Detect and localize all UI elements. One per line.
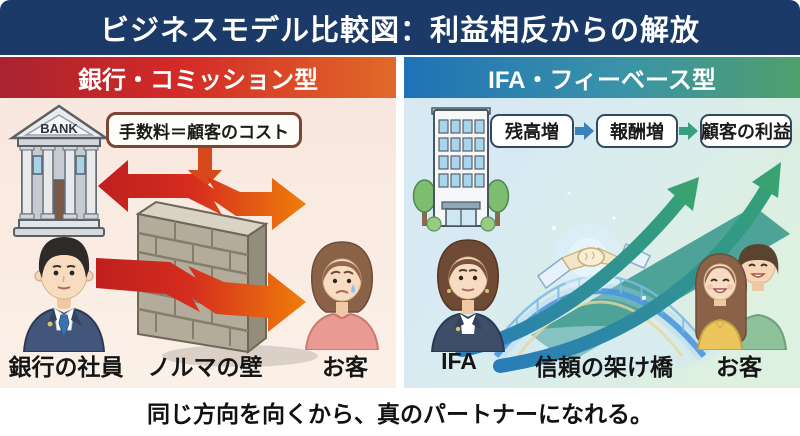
flow-box-client-profit: 顧客の利益 xyxy=(700,114,792,148)
tear-drop-icon xyxy=(351,284,356,293)
conflict-double-arrow-icon xyxy=(98,160,306,230)
flow-arrow-icon xyxy=(575,122,594,140)
bank-employee-illustration xyxy=(22,237,106,352)
sparkles xyxy=(532,191,656,320)
left-column-bank-model: 銀行・コミッション型 xyxy=(0,57,396,388)
comparison-columns: 銀行・コミッション型 xyxy=(0,57,800,388)
page-title: ビジネスモデル比較図：利益相反からの解放 xyxy=(99,14,700,47)
right-column-header: IFA・フィーベース型 xyxy=(404,57,800,98)
sales-pressure-arrow-icon xyxy=(96,258,306,332)
office-building-icon xyxy=(412,107,510,232)
customer-woman xyxy=(694,253,747,350)
fee-cost-callout: 手数料＝顧客のコスト xyxy=(106,112,302,148)
footer-bar: 同じ方向を向くから、真のパートナーになれる。 xyxy=(0,388,800,436)
left-panel: BANK xyxy=(0,98,396,388)
label-right-customer: お客 xyxy=(716,354,762,380)
ifa-advisor-illustration xyxy=(430,239,506,352)
happy-customers-illustration xyxy=(694,244,788,350)
right-panel: 残高増 報酬増 顧客の利益 IFA 信頼の架け橋 お客 xyxy=(404,98,800,388)
label-bank-employee: 銀行の社員 xyxy=(8,354,124,380)
flow-box-balance-up: 残高増 xyxy=(490,114,574,148)
flow-box-fee-up: 報酬増 xyxy=(596,114,678,148)
right-column-ifa-model: IFA・フィーベース型 xyxy=(404,57,800,388)
label-trust-bridge: 信頼の架け橋 xyxy=(535,354,673,380)
bank-building-icon: BANK xyxy=(8,104,110,237)
left-diagram-overlay xyxy=(96,148,318,367)
bank-columns xyxy=(19,145,99,220)
building-windows xyxy=(438,119,485,188)
label-left-customer: お客 xyxy=(322,354,368,380)
title-bar: ビジネスモデル比較図：利益相反からの解放 xyxy=(0,0,800,57)
bank-sign-text: BANK xyxy=(40,121,78,136)
flow-arrow-icon xyxy=(679,122,698,140)
sad-customer-illustration xyxy=(304,241,380,350)
footer-message: 同じ方向を向くから、真のパートナーになれる。 xyxy=(147,401,653,427)
left-column-header: 銀行・コミッション型 xyxy=(0,57,396,98)
label-quota-wall: ノルマの壁 xyxy=(147,354,263,380)
label-ifa: IFA xyxy=(441,348,477,374)
